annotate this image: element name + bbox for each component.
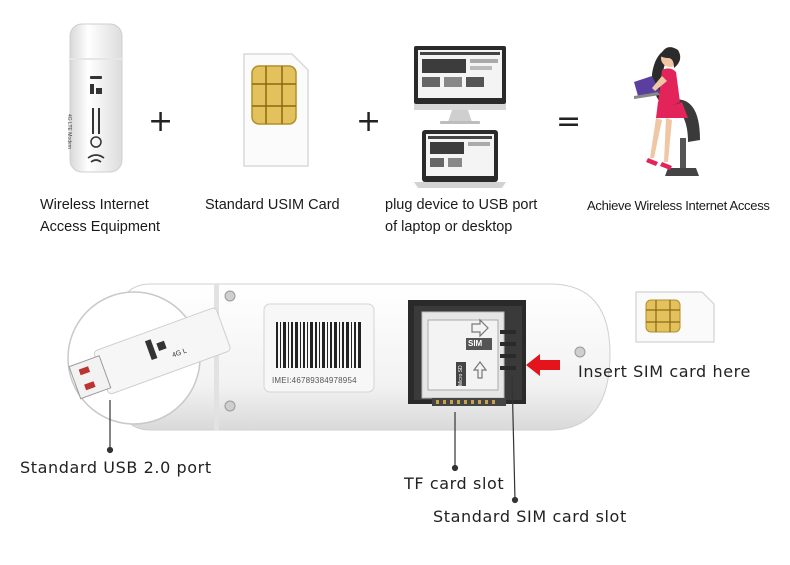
devices-caption-line2: of laptop or desktop xyxy=(385,219,513,235)
insert-arrow-icon xyxy=(526,354,562,376)
insert-sim-label: Insert SIM card here xyxy=(578,362,751,381)
devices-caption-line1: plug device to USB port xyxy=(385,197,538,213)
modem-caption-line2: Access Equipment xyxy=(40,219,161,235)
usim-caption: Standard USIM Card xyxy=(205,197,340,213)
plus-sign: + xyxy=(356,104,382,139)
computers-illustration xyxy=(410,44,510,194)
woman-caption: Achieve Wireless Internet Access xyxy=(587,198,770,213)
woman-laptop-illustration xyxy=(622,42,712,188)
plus-sign: + xyxy=(148,104,174,139)
tf-chip-text: Micro SD xyxy=(458,365,464,386)
imei-text: IMEI:46789384978954 xyxy=(272,376,357,385)
equals-sign: = xyxy=(556,104,582,139)
usb-port-label: Standard USB 2.0 port xyxy=(20,458,212,477)
modem-caption-line1: Wireless Internet xyxy=(40,197,149,213)
usim-card-illustration xyxy=(238,52,310,170)
sim-chip-text: SIM xyxy=(468,339,483,348)
sim-card-icon xyxy=(634,290,716,344)
modem-caption: Wireless Internet Access Equipment xyxy=(40,194,160,238)
tf-slot-label: TF card slot xyxy=(404,474,505,493)
modem-illustration: 4G LTE Modem xyxy=(66,22,124,174)
sim-slot-label: Standard SIM card slot xyxy=(433,507,627,526)
devices-caption: plug device to USB port of laptop or des… xyxy=(385,194,537,238)
open-modem-diagram xyxy=(0,270,790,450)
modem-print: 4G LTE Modem xyxy=(66,114,72,149)
